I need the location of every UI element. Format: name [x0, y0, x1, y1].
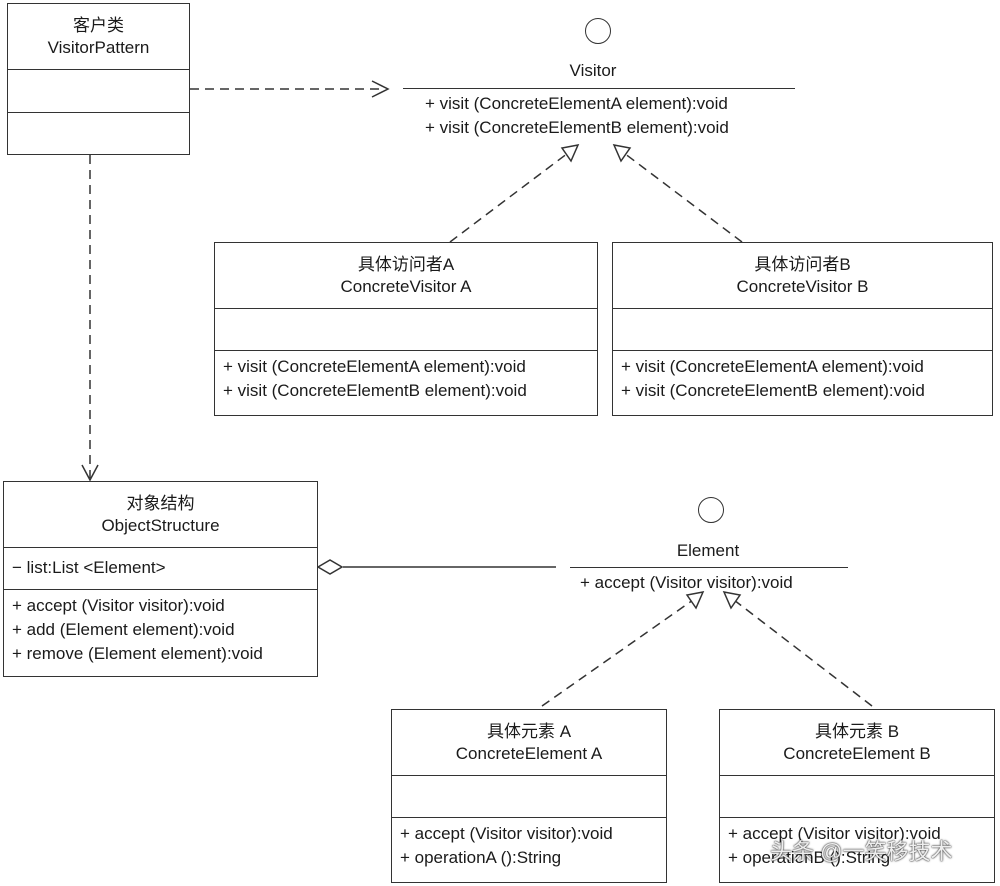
realization-arrowhead-element-a	[685, 591, 705, 610]
realization-arrowhead-visitor-a	[560, 144, 580, 163]
class-concrete-visitor-b-methods: + visit (ConcreteElementA element):void …	[613, 351, 992, 403]
method-row: + accept (Visitor visitor):void	[400, 824, 613, 843]
class-concrete-visitor-a-methods: + visit (ConcreteElementA element):void …	[215, 351, 597, 403]
interface-visitor-lollipop-icon	[585, 18, 611, 44]
method-row: + accept (Visitor visitor):void	[12, 596, 225, 615]
interface-element-methods: + accept (Visitor visitor):void	[580, 571, 793, 595]
class-object-structure-name-cn: 对象结构	[126, 493, 195, 513]
method-row: + add (Element element):void	[12, 620, 235, 639]
watermark: 头条 @一笑移技术	[770, 839, 953, 864]
method-row: + remove (Element element):void	[12, 644, 263, 663]
method-row: + visit (ConcreteElementA element):void	[621, 357, 924, 376]
class-concrete-visitor-b-name-en: ConcreteVisitor B	[736, 276, 869, 296]
class-client-name-cn: 客户类	[73, 15, 124, 35]
class-object-structure-name: 对象结构 ObjectStructure	[4, 482, 317, 548]
class-concrete-element-a-methods: + accept (Visitor visitor):void + operat…	[392, 818, 666, 870]
class-concrete-visitor-b-name: 具体访问者B ConcreteVisitor B	[613, 243, 992, 309]
interface-element-name: Element	[676, 541, 740, 560]
class-client-name-en: VisitorPattern	[47, 37, 150, 57]
class-client-name: 客户类 VisitorPattern	[8, 4, 189, 70]
class-concrete-element-a-attributes	[392, 776, 666, 818]
method-row: + accept (Visitor visitor):void	[728, 824, 941, 843]
class-concrete-visitor-a-name-cn: 具体访问者A	[357, 254, 455, 274]
dependency-arrowhead-visitor	[371, 80, 390, 98]
class-concrete-visitor-b-attributes	[613, 309, 992, 351]
class-concrete-visitor-a-attributes	[215, 309, 597, 351]
interface-element-lollipop-icon	[698, 497, 724, 523]
interface-element-bar	[570, 567, 848, 568]
class-concrete-visitor-b-name-cn: 具体访问者B	[754, 254, 851, 274]
interface-element: Element + accept (Visitor visitor):void	[570, 497, 848, 599]
interface-visitor: Visitor + visit (ConcreteElementA elemen…	[403, 18, 795, 148]
class-concrete-element-a-name-cn: 具体元素 A	[486, 721, 572, 741]
realization-arrowhead-element-b	[722, 591, 742, 610]
class-client-methods	[8, 113, 189, 153]
dependency-arrowhead-objectstructure	[81, 464, 99, 482]
aggregation-diamond	[316, 559, 344, 575]
class-object-structure-attributes: − list:List <Element>	[4, 548, 317, 590]
class-concrete-element-b-name: 具体元素 B ConcreteElement B	[720, 710, 994, 776]
class-object-structure-methods: + accept (Visitor visitor):void + add (E…	[4, 590, 317, 666]
class-concrete-visitor-a: 具体访问者A ConcreteVisitor A + visit (Concre…	[214, 242, 598, 416]
class-concrete-element-a-name-en: ConcreteElement A	[455, 743, 603, 763]
interface-visitor-bar	[403, 88, 795, 89]
class-concrete-visitor-b: 具体访问者B ConcreteVisitor B + visit (Concre…	[612, 242, 993, 416]
class-concrete-element-b-name-cn: 具体元素 B	[814, 721, 900, 741]
realization-element-b	[733, 599, 873, 707]
class-concrete-element-b-attributes	[720, 776, 994, 818]
method-row: + visit (ConcreteElementA element):void	[223, 357, 526, 376]
method-row: + visit (ConcreteElementB element):void	[621, 381, 925, 400]
class-object-structure: 对象结构 ObjectStructure − list:List <Elemen…	[3, 481, 318, 677]
realization-element-a	[541, 599, 694, 707]
method-row: + operationA ():String	[400, 848, 562, 867]
class-concrete-visitor-a-name-en: ConcreteVisitor A	[340, 276, 472, 296]
interface-visitor-methods: + visit (ConcreteElementA element):void …	[425, 92, 729, 140]
method-row: + visit (ConcreteElementB element):void	[425, 118, 729, 137]
class-concrete-element-b-name-en: ConcreteElement B	[783, 743, 931, 763]
method-row: + visit (ConcreteElementB element):void	[223, 381, 527, 400]
attribute-row: − list:List <Element>	[12, 558, 166, 577]
class-concrete-element-a-name: 具体元素 A ConcreteElement A	[392, 710, 666, 776]
realization-arrowhead-visitor-b	[612, 144, 632, 163]
realization-visitor-b	[623, 152, 743, 243]
class-concrete-visitor-a-name: 具体访问者A ConcreteVisitor A	[215, 243, 597, 309]
method-row: + visit (ConcreteElementA element):void	[425, 94, 728, 113]
method-row: + accept (Visitor visitor):void	[580, 573, 793, 592]
class-client: 客户类 VisitorPattern	[7, 3, 190, 155]
class-object-structure-name-en: ObjectStructure	[101, 515, 220, 535]
class-client-attributes	[8, 70, 189, 113]
realization-visitor-a	[449, 152, 569, 243]
class-concrete-element-b: 具体元素 B ConcreteElement B + accept (Visit…	[719, 709, 995, 883]
interface-visitor-name: Visitor	[569, 61, 617, 80]
method-row: + operationB ():String	[728, 848, 891, 867]
class-concrete-element-b-methods: + accept (Visitor visitor):void + operat…	[720, 818, 994, 870]
class-concrete-element-a: 具体元素 A ConcreteElement A + accept (Visit…	[391, 709, 667, 883]
